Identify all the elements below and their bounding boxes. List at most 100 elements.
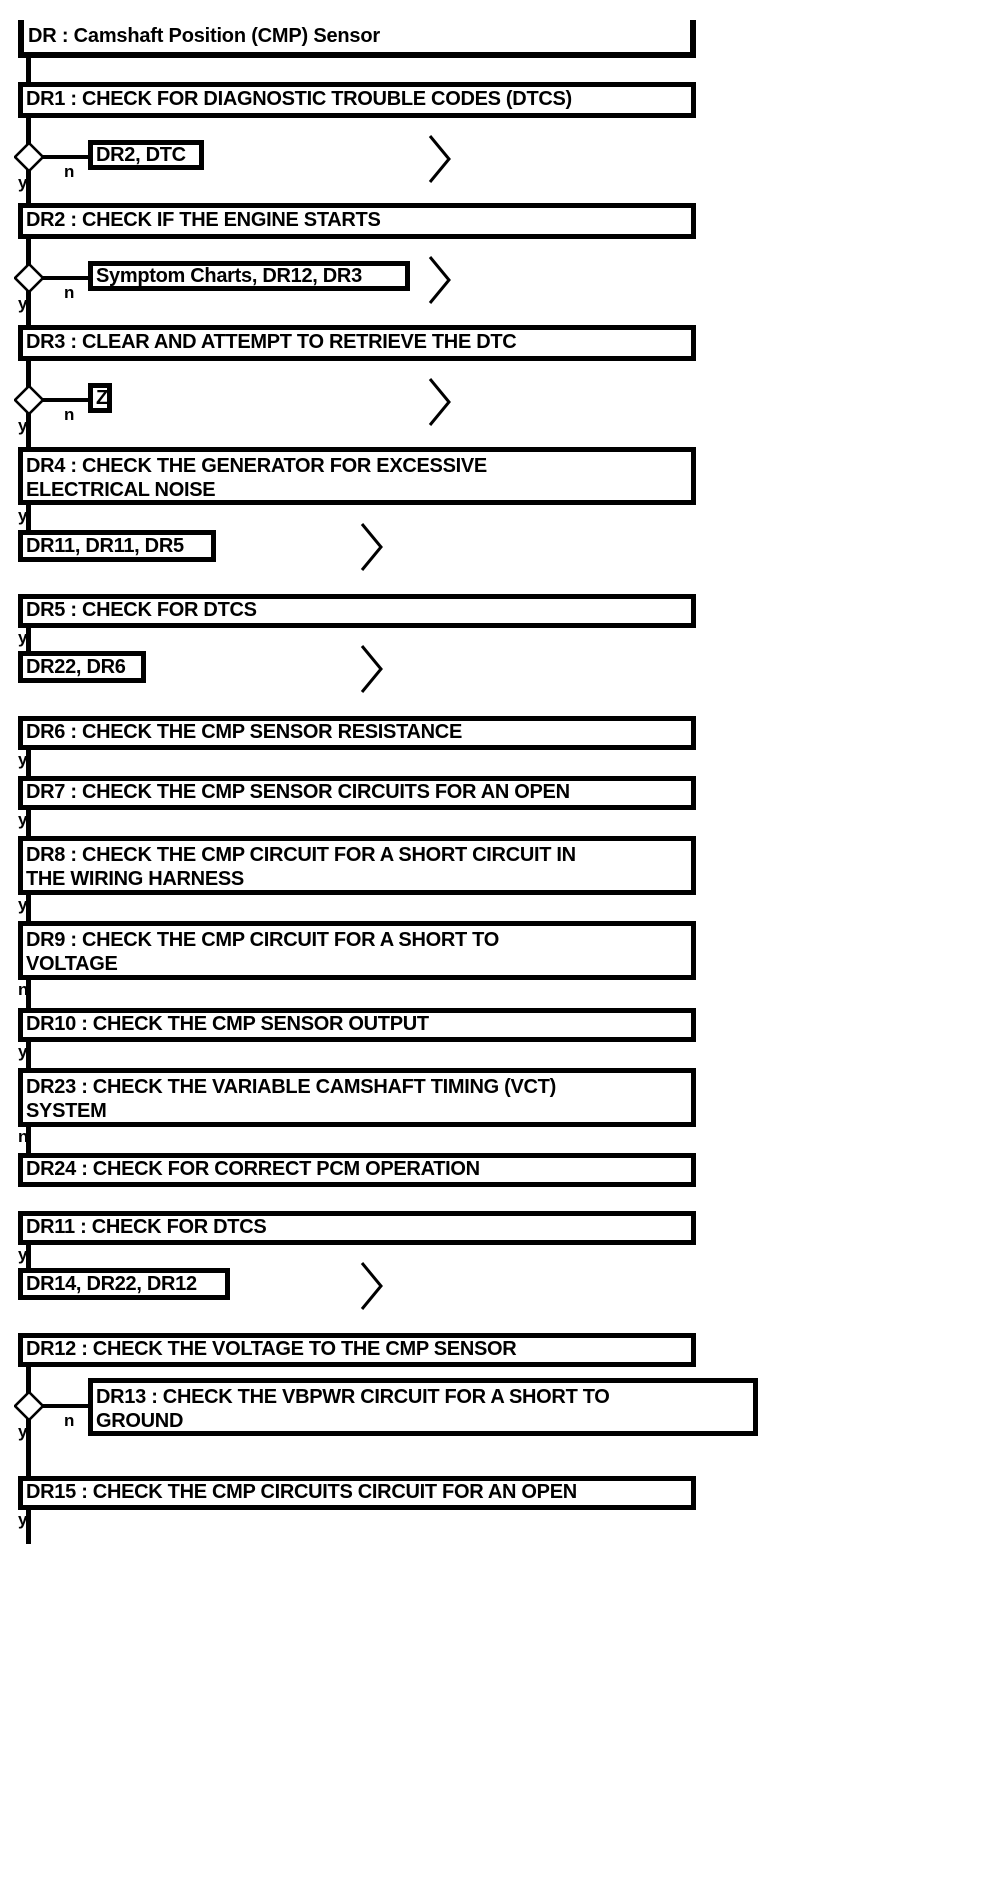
connector-dr5-to-ref bbox=[26, 626, 31, 654]
step-label-dr8-line1: DR8 : CHECK THE CMP CIRCUIT FOR A SHORT … bbox=[26, 844, 576, 866]
connector-dr12-to-decision12 bbox=[26, 1365, 31, 1393]
step-box-dr7[interactable]: DR7 : CHECK THE CMP SENSOR CIRCUITS FOR … bbox=[18, 776, 696, 810]
ref-label-symptom-charts: Symptom Charts, DR12, DR3 bbox=[96, 265, 362, 287]
continuation-chevron-3 bbox=[425, 376, 455, 428]
ref-box-dr2-dtc[interactable]: DR2, DTC bbox=[88, 140, 204, 170]
connector-dr3-to-decision3 bbox=[26, 359, 31, 387]
step-box-dr5[interactable]: DR5 : CHECK FOR DTCS bbox=[18, 594, 696, 628]
step-label-dr2: DR2 : CHECK IF THE ENGINE STARTS bbox=[26, 209, 381, 232]
continuation-chevron-2 bbox=[425, 254, 455, 306]
step-label-dr5: DR5 : CHECK FOR DTCS bbox=[26, 599, 257, 622]
step-label-dr9-line2: VOLTAGE bbox=[26, 952, 118, 975]
branch-label-dr12-no: n bbox=[64, 1411, 75, 1430]
connector-dr6-to-dr7 bbox=[26, 748, 31, 778]
connector-decision12-to-dr15 bbox=[26, 1419, 31, 1477]
step-box-dr9[interactable]: DR9 : CHECK THE CMP CIRCUIT FOR A SHORT … bbox=[18, 921, 696, 980]
step-box-dr13[interactable]: DR13 : CHECK THE VBPWR CIRCUIT FOR A SHO… bbox=[88, 1378, 758, 1436]
branch-label-dr2-yes: y bbox=[18, 294, 28, 313]
step-box-dr6[interactable]: DR6 : CHECK THE CMP SENSOR RESISTANCE bbox=[18, 716, 696, 750]
connector-dr8-to-dr9 bbox=[26, 893, 31, 923]
branch-label-dr10-yes: y bbox=[18, 1042, 28, 1061]
branch-label-dr4-yes: y bbox=[18, 506, 28, 525]
connector-dr9-to-dr10 bbox=[26, 978, 31, 1010]
connector-dr11-to-ref bbox=[26, 1243, 31, 1271]
step-label-dr13-line1: DR13 : CHECK THE VBPWR CIRCUIT FOR A SHO… bbox=[96, 1386, 610, 1408]
step-label-dr7: DR7 : CHECK THE CMP SENSOR CIRCUITS FOR … bbox=[26, 781, 570, 804]
branch-label-dr15-yes: y bbox=[18, 1510, 28, 1529]
step-label-dr4-line2: ELECTRICAL NOISE bbox=[26, 478, 216, 501]
step-box-dr24[interactable]: DR24 : CHECK FOR CORRECT PCM OPERATION bbox=[18, 1153, 696, 1187]
decision-diamond-dr2[interactable] bbox=[14, 263, 44, 293]
continuation-chevron-4 bbox=[357, 521, 387, 573]
continuation-chevron-5 bbox=[357, 643, 387, 695]
branch-line-dr2-no bbox=[42, 276, 92, 280]
branch-label-dr9-no: n bbox=[18, 980, 29, 999]
step-label-dr6: DR6 : CHECK THE CMP SENSOR RESISTANCE bbox=[26, 721, 462, 744]
branch-label-dr7-yes: y bbox=[18, 810, 28, 829]
step-label-dr23-line2: SYSTEM bbox=[26, 1099, 107, 1122]
ref-box-dr22-dr6[interactable]: DR22, DR6 bbox=[18, 651, 146, 683]
step-box-dr10[interactable]: DR10 : CHECK THE CMP SENSOR OUTPUT bbox=[18, 1008, 696, 1042]
connector-decision3-to-dr4 bbox=[26, 413, 31, 449]
connector-decision2-to-dr3 bbox=[26, 291, 31, 327]
step-box-dr3[interactable]: DR3 : CLEAR AND ATTEMPT TO RETRIEVE THE … bbox=[18, 325, 696, 361]
branch-line-dr12-no bbox=[42, 1404, 90, 1408]
ref-label-dr11-dr11-dr5: DR11, DR11, DR5 bbox=[26, 535, 184, 557]
branch-label-dr1-yes: y bbox=[18, 173, 28, 192]
ref-label-dr14-dr22-dr12: DR14, DR22, DR12 bbox=[26, 1273, 197, 1295]
continuation-chevron-6 bbox=[357, 1260, 387, 1312]
branch-label-dr2-no: n bbox=[64, 283, 75, 302]
continuation-chevron-1 bbox=[425, 133, 455, 185]
step-label-dr23-line1: DR23 : CHECK THE VARIABLE CAMSHAFT TIMIN… bbox=[26, 1076, 556, 1098]
branch-line-dr3-no bbox=[42, 398, 92, 402]
step-label-dr8-line2: THE WIRING HARNESS bbox=[26, 867, 244, 890]
branch-label-dr1-no: n bbox=[64, 162, 75, 181]
ref-box-dr14-dr22-dr12[interactable]: DR14, DR22, DR12 bbox=[18, 1268, 230, 1300]
connector-dr7-to-dr8 bbox=[26, 808, 31, 838]
ref-box-z[interactable]: Z bbox=[88, 383, 112, 413]
step-label-dr12: DR12 : CHECK THE VOLTAGE TO THE CMP SENS… bbox=[26, 1338, 517, 1361]
step-label-dr3: DR3 : CLEAR AND ATTEMPT TO RETRIEVE THE … bbox=[26, 331, 517, 354]
connector-dr10-to-dr23 bbox=[26, 1040, 31, 1070]
step-label-dr13-line2: GROUND bbox=[96, 1409, 184, 1432]
decision-diamond-dr12[interactable] bbox=[14, 1391, 44, 1421]
step-box-dr23[interactable]: DR23 : CHECK THE VARIABLE CAMSHAFT TIMIN… bbox=[18, 1068, 696, 1127]
branch-label-dr3-no: n bbox=[64, 405, 75, 424]
branch-label-dr11-yes: y bbox=[18, 1245, 28, 1264]
step-label-dr4-line1: DR4 : CHECK THE GENERATOR FOR EXCESSIVE bbox=[26, 455, 487, 477]
step-box-dr8[interactable]: DR8 : CHECK THE CMP CIRCUIT FOR A SHORT … bbox=[18, 836, 696, 895]
step-box-dr2[interactable]: DR2 : CHECK IF THE ENGINE STARTS bbox=[18, 203, 696, 239]
step-box-dr4[interactable]: DR4 : CHECK THE GENERATOR FOR EXCESSIVE … bbox=[18, 447, 696, 505]
ref-box-dr11-dr11-dr5[interactable]: DR11, DR11, DR5 bbox=[18, 530, 216, 562]
step-label-dr24: DR24 : CHECK FOR CORRECT PCM OPERATION bbox=[26, 1158, 480, 1181]
connector-decision1-to-dr2 bbox=[26, 170, 31, 206]
branch-line-dr1-no bbox=[42, 155, 92, 159]
decision-diamond-dr1[interactable] bbox=[14, 142, 44, 172]
connector-title-to-dr1 bbox=[26, 56, 31, 84]
step-label-dr9-line1: DR9 : CHECK THE CMP CIRCUIT FOR A SHORT … bbox=[26, 929, 499, 951]
ref-label-dr2-dtc: DR2, DTC bbox=[96, 144, 186, 166]
flow-title-box: DR : Camshaft Position (CMP) Sensor bbox=[18, 20, 696, 58]
step-box-dr12[interactable]: DR12 : CHECK THE VOLTAGE TO THE CMP SENS… bbox=[18, 1333, 696, 1367]
branch-label-dr8-yes: y bbox=[18, 895, 28, 914]
ref-label-dr22-dr6: DR22, DR6 bbox=[26, 656, 126, 678]
step-label-dr11: DR11 : CHECK FOR DTCS bbox=[26, 1216, 267, 1239]
branch-label-dr6-yes: y bbox=[18, 750, 28, 769]
ref-label-z: Z bbox=[96, 387, 108, 409]
flow-title-text: DR : Camshaft Position (CMP) Sensor bbox=[28, 24, 380, 47]
step-box-dr1[interactable]: DR1 : CHECK FOR DIAGNOSTIC TROUBLE CODES… bbox=[18, 82, 696, 118]
decision-diamond-dr3[interactable] bbox=[14, 385, 44, 415]
step-label-dr1: DR1 : CHECK FOR DIAGNOSTIC TROUBLE CODES… bbox=[26, 88, 572, 111]
connector-dr15-continue bbox=[26, 1508, 31, 1544]
branch-label-dr3-yes: y bbox=[18, 416, 28, 435]
ref-box-symptom-charts[interactable]: Symptom Charts, DR12, DR3 bbox=[88, 261, 410, 291]
branch-label-dr5-yes: y bbox=[18, 628, 28, 647]
connector-dr1-to-decision1 bbox=[26, 116, 31, 144]
step-label-dr10: DR10 : CHECK THE CMP SENSOR OUTPUT bbox=[26, 1013, 429, 1036]
step-box-dr15[interactable]: DR15 : CHECK THE CMP CIRCUITS CIRCUIT FO… bbox=[18, 1476, 696, 1510]
step-box-dr11[interactable]: DR11 : CHECK FOR DTCS bbox=[18, 1211, 696, 1245]
branch-label-dr12-yes: y bbox=[18, 1422, 28, 1441]
connector-dr23-to-dr24 bbox=[26, 1125, 31, 1157]
connector-dr4-to-ref bbox=[26, 503, 31, 533]
